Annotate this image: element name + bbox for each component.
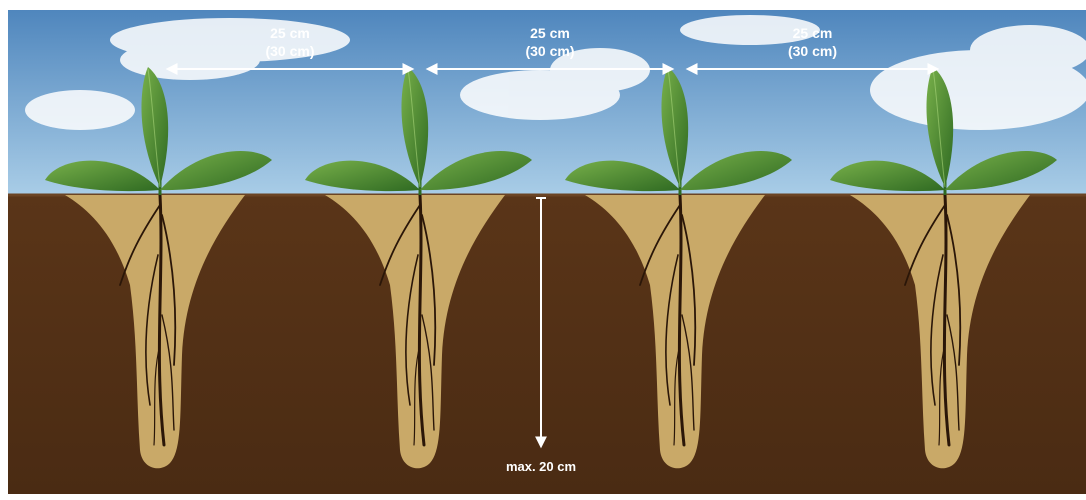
- depth-label: max. 20 cm: [506, 459, 576, 474]
- spacing-label: 25 cm: [793, 25, 833, 41]
- spacing-label: 25 cm: [270, 25, 310, 41]
- spacing-label-alt: (30 cm): [788, 43, 837, 59]
- spacing-label: 25 cm: [530, 25, 570, 41]
- spacing-label-alt: (30 cm): [265, 43, 314, 59]
- spacing-label-alt: (30 cm): [525, 43, 574, 59]
